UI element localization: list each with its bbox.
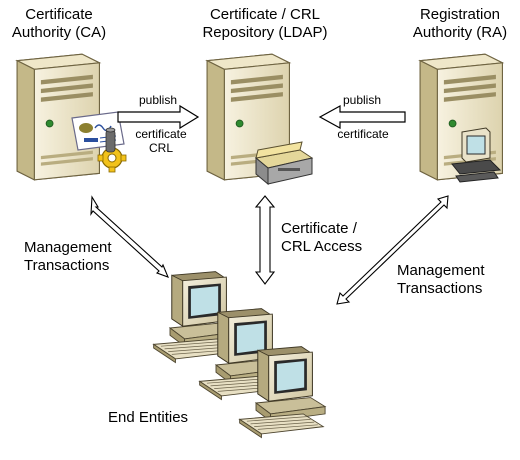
ra-label: Registration Authority (RA) <box>405 6 515 42</box>
workstation-icon <box>451 127 502 183</box>
publish-arrow-ra <box>318 104 406 130</box>
ca-publish-detail-line2: CRL <box>148 141 173 156</box>
ca-publish-detail: certificate CRL <box>124 127 198 156</box>
ra-management-line2: Transactions <box>397 280 483 297</box>
ra-label-line2: Authority (RA) <box>412 24 508 41</box>
ca-management-line2: Transactions <box>24 257 110 274</box>
file-drawer-icon <box>254 141 314 186</box>
repository-access-line2: CRL Access <box>281 238 363 255</box>
ra-label-line1: Registration <box>419 6 501 23</box>
ca-label-line2: Authority (CA) <box>11 24 107 41</box>
certificate-icon <box>71 111 125 151</box>
double-arrow-icon <box>254 195 276 285</box>
gear-icon <box>97 127 127 173</box>
repository-label-line2: Repository (LDAP) <box>202 24 328 41</box>
repository-label: Certificate / CRL Repository (LDAP) <box>180 6 350 42</box>
end-entities-label: End Entities <box>108 409 189 426</box>
repository-label-line1: Certificate / CRL <box>209 6 321 23</box>
ca-publish-label: publish <box>138 93 178 107</box>
ca-management-label: Management Transactions <box>24 239 112 275</box>
ca-label: Certificate Authority (CA) <box>4 6 114 42</box>
ca-publish-detail-line1: certificate <box>135 127 187 141</box>
repository-access-line1: Certificate / <box>281 220 357 237</box>
double-arrow-icon <box>90 195 169 278</box>
ra-management-label: Management Transactions <box>397 262 485 298</box>
double-arrow-icon <box>336 195 449 305</box>
ra-publish-label: publish <box>342 93 382 107</box>
ca-management-line1: Management <box>24 239 112 256</box>
publish-arrow-ca <box>117 104 200 130</box>
ra-management-line1: Management <box>397 262 485 279</box>
ca-label-line1: Certificate <box>25 6 93 23</box>
repository-access-label: Certificate / CRL Access <box>281 220 362 256</box>
ra-publish-detail: certificate <box>337 127 389 141</box>
